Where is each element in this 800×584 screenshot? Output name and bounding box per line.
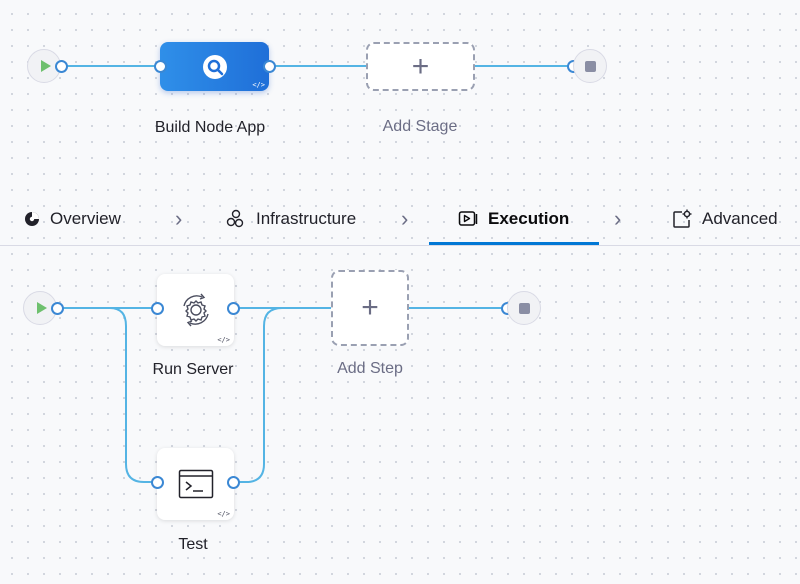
chevron-right-icon: › [614,206,622,231]
execution-end-node [507,291,541,325]
stop-icon [518,302,530,314]
terminal-icon [178,469,213,499]
tab-overview[interactable]: Overview [24,195,121,243]
gear-sync-icon [182,293,209,327]
start-output-port[interactable] [51,302,64,315]
code-tag: </> [217,336,230,344]
stage-name-label: Build Node App [154,119,266,136]
chevron-right-icon: › [401,206,409,231]
stage-tab-bar: Overview Infrastructure Execution Advanc… [0,195,800,246]
step-node-test[interactable]: </> [157,448,234,520]
tab-infrastructure-label: Infrastructure [256,209,357,228]
plus-icon: + [361,291,379,324]
stop-icon [584,60,596,72]
tab-advanced[interactable]: Advanced [672,195,778,243]
add-step-label: Add Step [337,360,403,377]
step-output-port[interactable] [227,302,240,315]
stage-input-port[interactable] [154,60,167,73]
tab-infrastructure[interactable]: Infrastructure [226,195,356,243]
pipeline-end-node [573,49,607,83]
tab-execution[interactable]: Execution [458,195,569,243]
chevron-right-icon: › [175,206,183,231]
code-tag: </> [252,81,265,89]
start-output-port[interactable] [55,60,68,73]
play-icon [40,60,51,72]
step-input-port[interactable] [151,476,164,489]
pipeline-start-node[interactable] [27,49,61,83]
stage-output-port[interactable] [263,60,276,73]
step-name-label: Test [178,536,208,553]
advanced-gear-icon [673,209,692,228]
active-tab-indicator [429,242,599,245]
tab-advanced-label: Advanced [702,209,778,228]
ci-stage-icon [202,54,227,79]
step-name-label: Run Server [152,361,234,378]
code-tag: </> [217,510,230,518]
add-step-button[interactable]: + [331,270,409,346]
overview-icon [25,212,39,226]
add-stage-label: Add Stage [382,118,458,135]
step-node-run-server[interactable]: </> [157,274,234,346]
tab-overview-label: Overview [50,209,121,228]
step-input-port[interactable] [151,302,164,315]
execution-icon [458,211,478,226]
infrastructure-icon [226,209,244,228]
add-stage-button[interactable]: + [366,42,475,91]
play-icon [36,302,47,314]
tab-execution-label: Execution [488,209,570,228]
step-output-port[interactable] [227,476,240,489]
stage-node-build-node-app[interactable]: </> [160,42,269,91]
plus-icon: + [411,49,430,83]
